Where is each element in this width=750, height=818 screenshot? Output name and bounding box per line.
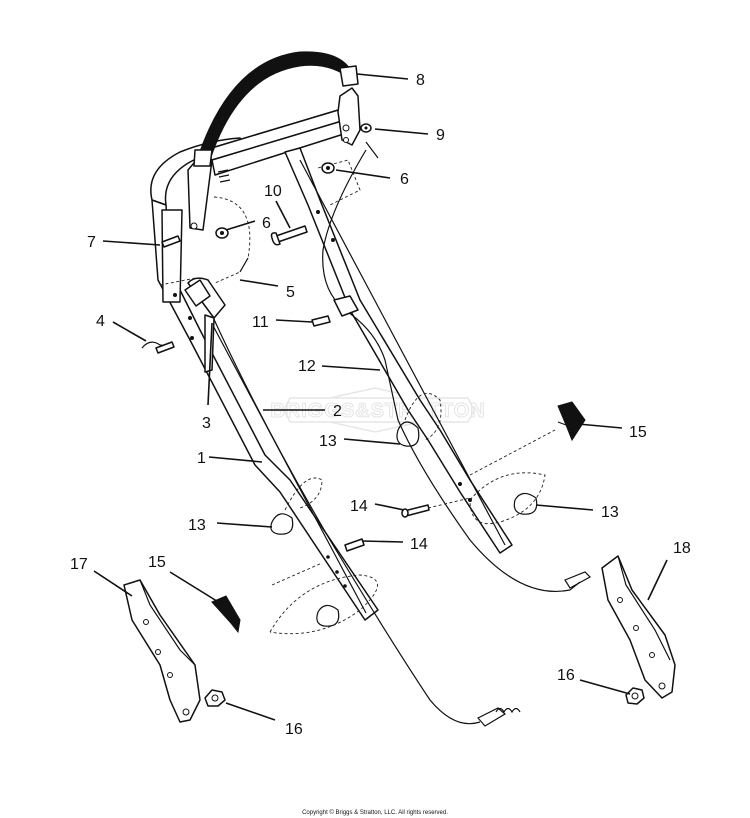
callout-5: 5 [286, 284, 295, 301]
bracket-left [123, 579, 226, 723]
callout-10: 10 [264, 183, 282, 200]
watermark-text: BRIGGS&STRATTON [270, 400, 485, 422]
callout-11: 11 [252, 314, 269, 331]
callout-6: 6 [400, 171, 409, 188]
callout-16: 16 [285, 721, 303, 738]
callout-12: 12 [298, 358, 316, 375]
upper-handle [150, 51, 361, 231]
callout-7: 7 [87, 234, 96, 251]
knobs [211, 401, 586, 634]
callout-15: 15 [629, 424, 647, 441]
callout-4: 4 [96, 313, 105, 330]
callout-13: 13 [188, 517, 206, 534]
cable-linkage [159, 141, 379, 286]
callout-16: 16 [557, 667, 575, 684]
callout-13: 13 [601, 504, 619, 521]
clamps [269, 392, 546, 635]
callout-17: 17 [70, 556, 88, 573]
copyright-notice: Copyright © Briggs & Stratton, LLC. All … [302, 809, 448, 816]
callout-14: 14 [350, 498, 368, 515]
callout-8: 8 [416, 72, 425, 89]
callout-15: 15 [148, 554, 166, 571]
lower-handle-right [284, 147, 513, 554]
callout-labels: 8 9 6 10 6 7 5 4 11 12 3 2 15 13 1 14 13… [70, 72, 691, 738]
callout-3: 3 [202, 415, 211, 432]
callout-2: 2 [333, 403, 342, 420]
bracket-right [601, 555, 676, 705]
callout-6: 6 [262, 215, 271, 232]
hardware [141, 123, 556, 586]
leader-lines [93, 73, 668, 721]
callout-14: 14 [410, 536, 428, 553]
callout-1: 1 [197, 450, 206, 467]
callout-9: 9 [436, 127, 445, 144]
callout-18: 18 [673, 540, 691, 557]
control-cables [211, 149, 591, 727]
lower-handle-left [151, 199, 379, 621]
callout-13: 13 [319, 433, 337, 450]
